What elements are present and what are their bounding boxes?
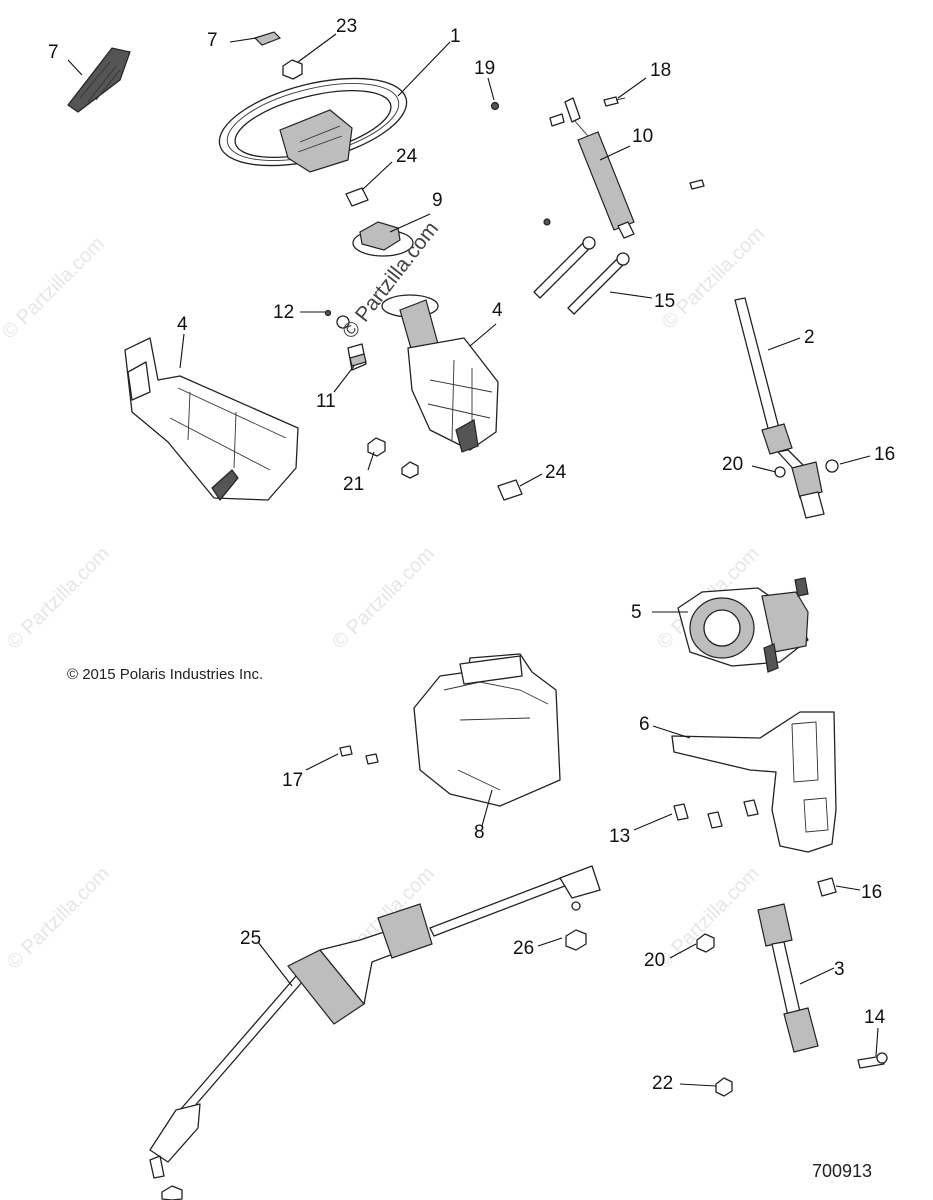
part-7-plug [253, 31, 282, 46]
callout-16-lower: 16 [861, 882, 882, 903]
callout-6: 6 [639, 714, 650, 735]
callout-24-lower: 24 [545, 462, 567, 483]
part-7-bezel [67, 47, 131, 113]
callout-7-plug: 7 [207, 30, 218, 51]
part-13-bolts [673, 799, 759, 829]
part-14-bolt [857, 1052, 888, 1069]
part-4-bracket-right [381, 294, 499, 453]
callout-4-left: 4 [177, 314, 188, 335]
watermark-text: © Partzilla.com [653, 863, 764, 974]
part-15-bolts [533, 236, 630, 315]
callout-4-right: 4 [492, 300, 503, 321]
part-20-nut-lower [696, 933, 715, 953]
part-10-bolt [689, 179, 705, 190]
part-16-bolt-lower [817, 877, 837, 897]
callout-23: 23 [336, 16, 357, 37]
callout-1: 1 [450, 26, 461, 47]
callout-8: 8 [474, 822, 485, 843]
watermark-text: © Partzilla.com [3, 543, 114, 654]
callout-numbers: 1 2 3 4 4 5 6 7 7 8 9 10 11 12 13 14 15 … [48, 16, 895, 1094]
callout-11: 11 [316, 391, 336, 412]
callout-10: 10 [632, 126, 653, 147]
background-watermarks: © Partzilla.com © Partzilla.com © Partzi… [0, 223, 769, 974]
part-12-screw [324, 309, 350, 329]
part-17-screws [339, 745, 379, 765]
copyright-notice: © 2015 Polaris Industries Inc. [67, 666, 264, 683]
callout-3: 3 [834, 959, 845, 980]
callout-18: 18 [650, 60, 671, 81]
callout-20-lower: 20 [644, 950, 665, 971]
callout-26: 26 [513, 938, 534, 959]
callout-12: 12 [273, 302, 294, 323]
callout-21: 21 [343, 474, 364, 495]
callout-16-upper: 16 [874, 444, 895, 465]
part-3-shaft-lower [757, 903, 819, 1053]
callout-5: 5 [631, 602, 642, 623]
callout-20-upper: 20 [722, 454, 743, 475]
watermark-text: © Partzilla.com [3, 863, 114, 974]
callout-22: 22 [652, 1073, 673, 1094]
part-18-bolt [603, 96, 626, 107]
callout-13: 13 [609, 826, 630, 847]
part-1-steering-wheel [218, 77, 408, 173]
part-23-nut [282, 59, 303, 80]
watermark-text: © Partzilla.com [0, 233, 109, 344]
part-19-fastener [490, 101, 500, 111]
part-8-cover [413, 653, 561, 807]
part-25-steering-rack [149, 865, 601, 1179]
part-6-bracket [671, 711, 837, 853]
callout-14: 14 [864, 1007, 886, 1028]
part-26-nut [565, 929, 587, 951]
callout-2: 2 [804, 327, 815, 348]
part-5-eps-unit [677, 577, 809, 673]
part-26-nut-lower [161, 1185, 183, 1200]
leader-lines [67, 33, 879, 1087]
callout-9: 9 [432, 190, 443, 211]
part-11-sensor [347, 343, 367, 371]
part-22-nut [715, 1077, 733, 1097]
callout-7-bezel: 7 [48, 42, 59, 63]
callout-24-upper: 24 [396, 146, 418, 167]
callout-17: 17 [282, 770, 303, 791]
part-10-strut [549, 97, 635, 239]
watermark-text: © Partzilla.com [328, 543, 439, 654]
drawing-number: 700913 [812, 1161, 873, 1181]
part-9-hub [352, 221, 414, 257]
part-24-bushing-lower [497, 479, 523, 501]
part-4-bracket-left [124, 337, 299, 502]
part-10-nut [543, 218, 551, 226]
callout-25: 25 [240, 928, 261, 949]
part-20-nut-upper [774, 466, 786, 478]
callout-15: 15 [654, 291, 675, 312]
part-16-bolt-upper [825, 459, 839, 473]
callout-19: 19 [474, 58, 495, 79]
part-21-nuts [367, 437, 419, 479]
part-2-shaft-upper [734, 297, 825, 519]
part-24-bushing-top [345, 187, 369, 207]
watermark-text: © Partzilla.com [658, 223, 769, 334]
